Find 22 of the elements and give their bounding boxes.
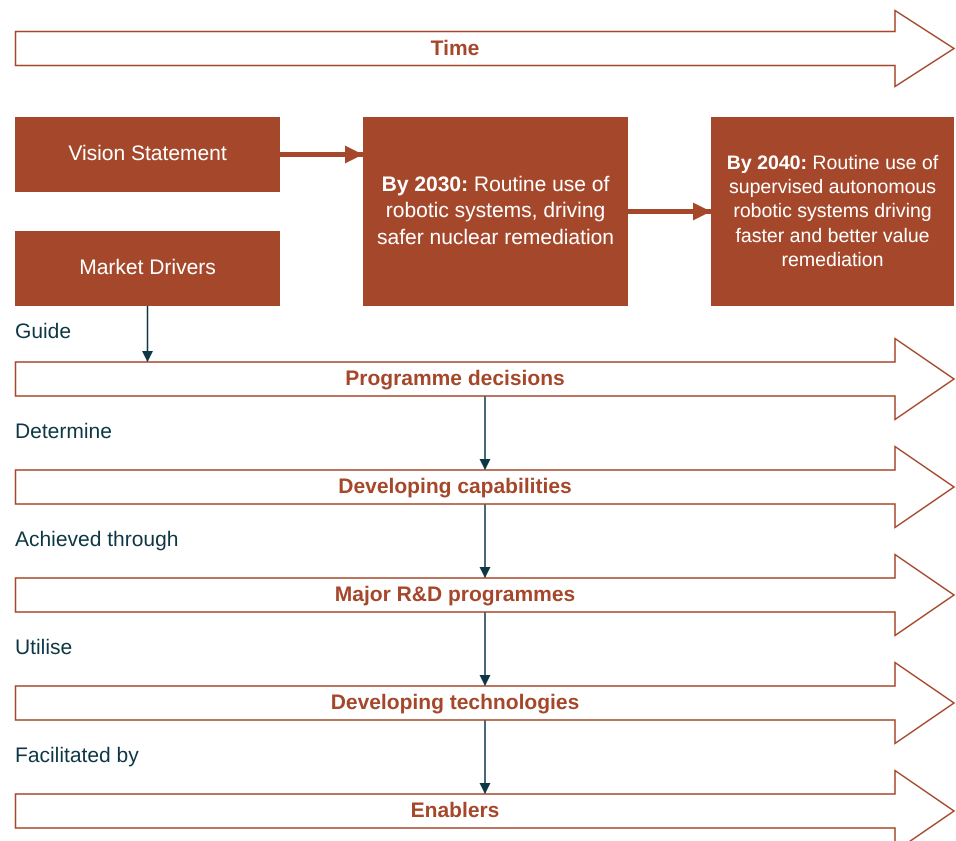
arrow <box>142 306 153 362</box>
band-label: Programme decisions <box>344 367 566 391</box>
band-label: Time <box>430 36 480 60</box>
arrow <box>280 146 363 164</box>
band-label: Major R&D programmes <box>334 583 576 607</box>
process-box: By 2030: Routine use of robotic systems, driving safer nuclear remediation <box>363 117 628 306</box>
arrow <box>628 202 711 220</box>
relation-label: Guide <box>15 320 72 344</box>
relation-label: Facilitated by <box>15 744 139 768</box>
relation-label: Determine <box>15 420 112 444</box>
arrow <box>480 504 490 578</box>
process-box: By 2040: Routine use of supervised autonomous robotic systems driving faster and better value remediation <box>711 117 954 306</box>
band-label: Developing capabilities <box>337 475 573 499</box>
process-box: Market Drivers <box>15 231 280 306</box>
relation-label: Utilise <box>15 636 72 660</box>
arrow <box>480 612 490 686</box>
band-label: Developing technologies <box>330 691 580 715</box>
arrow <box>480 396 490 470</box>
arrow <box>480 720 490 794</box>
process-box: Vision Statement <box>15 117 280 192</box>
band-label: Enablers <box>410 799 500 823</box>
relation-label: Achieved through <box>15 528 178 552</box>
